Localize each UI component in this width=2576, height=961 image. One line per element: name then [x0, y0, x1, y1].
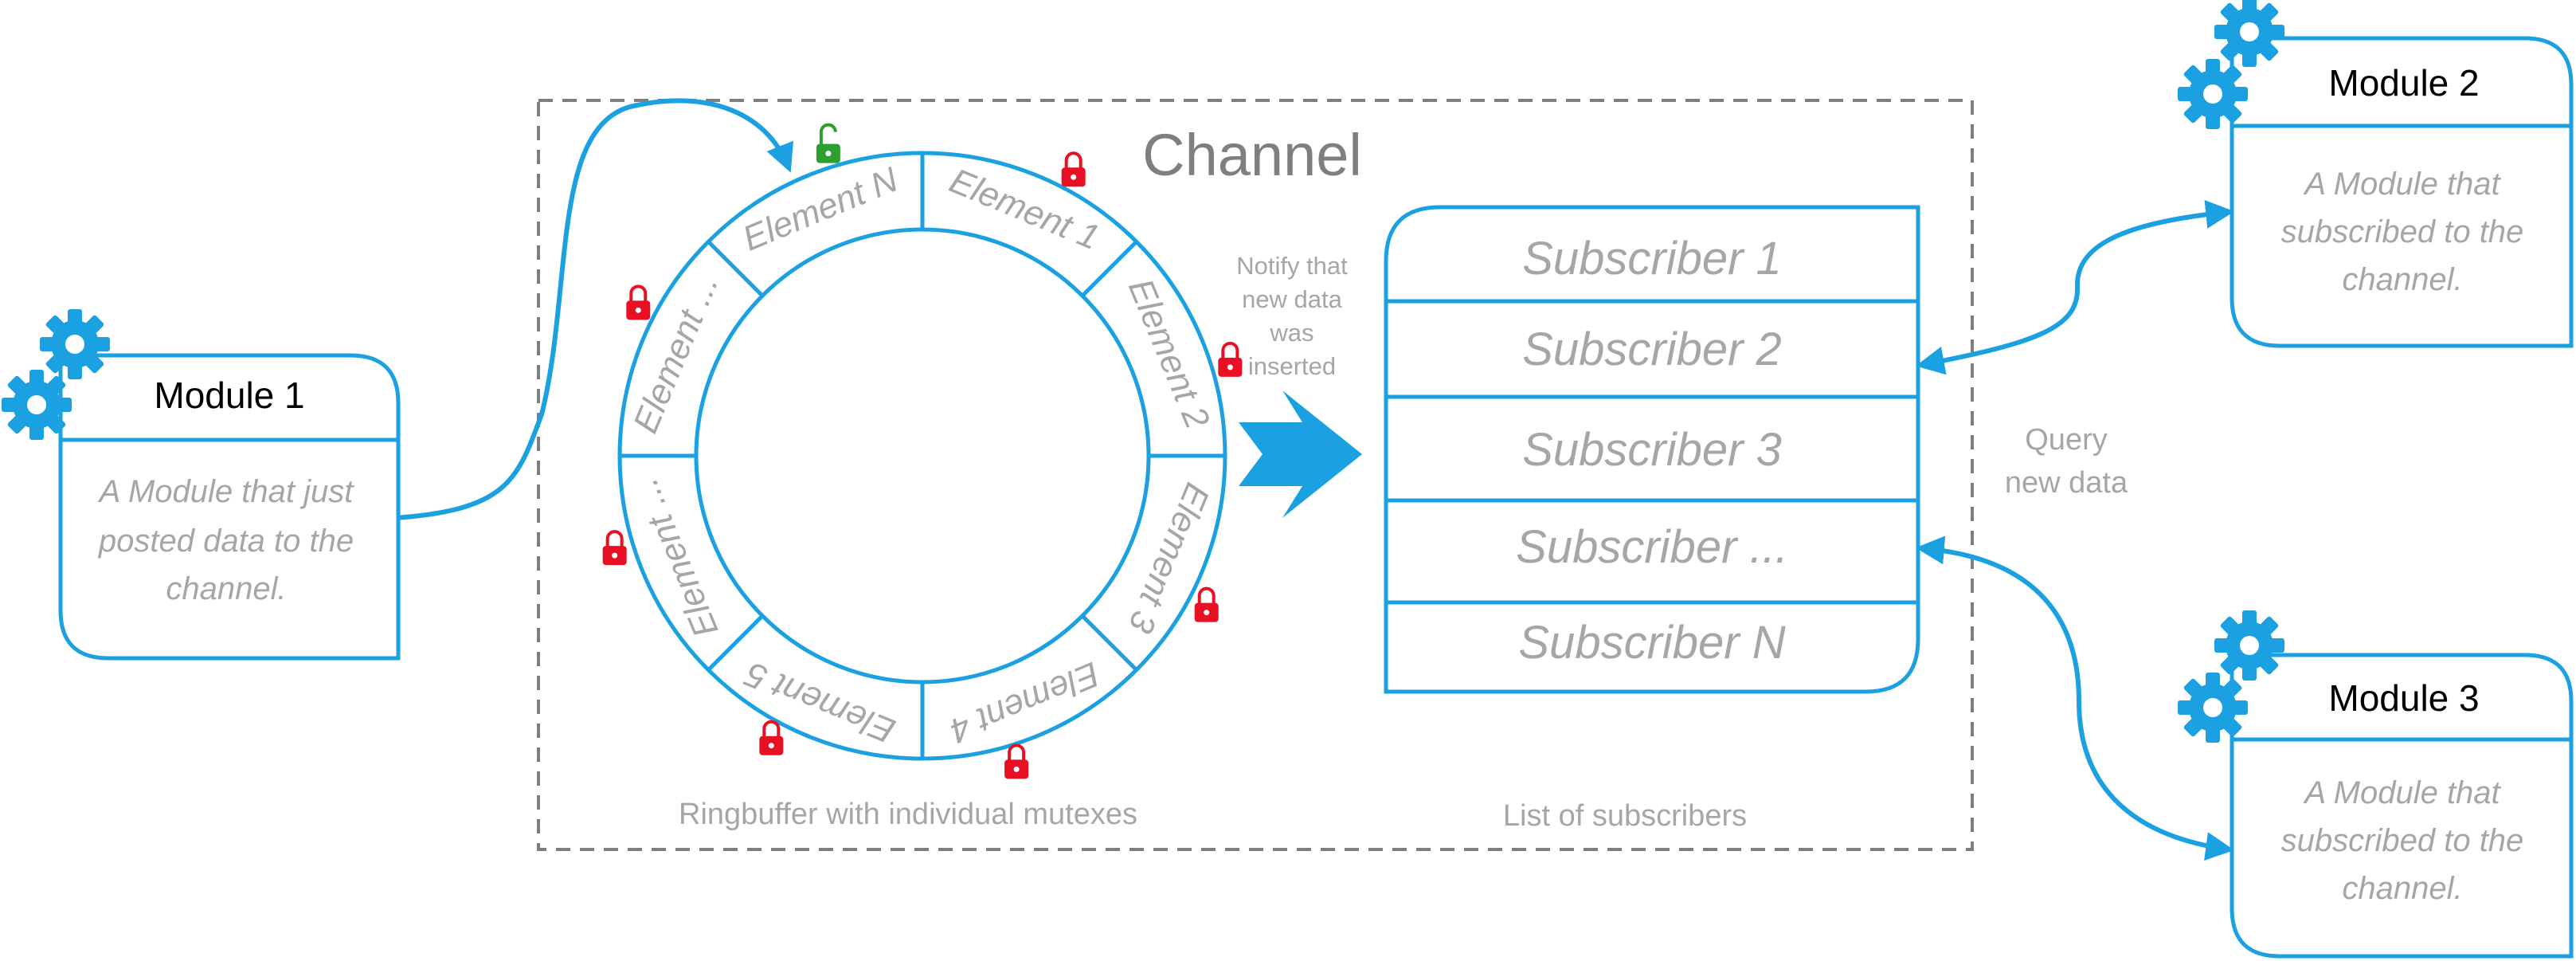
module-2: Module 2 A Module that subscribed to the… [2178, 0, 2574, 348]
module-desc-line: subscribed to the [2281, 823, 2524, 858]
notify-line: Notify that [1236, 252, 1348, 280]
module-title: Module 1 [154, 375, 304, 416]
module-desc-line: A Module that just [98, 474, 355, 509]
locked-mutex-icon [1004, 743, 1029, 779]
notify-line: was [1269, 319, 1313, 347]
subscriber-item: Subscriber 3 [1522, 424, 1782, 476]
ring-divider [707, 240, 764, 297]
subscriber-item: Subscriber ... [1516, 521, 1788, 573]
channel-title: Channel [1142, 122, 1362, 188]
locked-mutex-icon [759, 720, 784, 755]
channel-box [537, 99, 1974, 851]
query-text: Query new data [2005, 423, 2128, 500]
ring-element-label: Element 4 [944, 654, 1105, 751]
ring-dividers [620, 153, 1225, 759]
module1-connector [394, 98, 793, 520]
ring-divider [1081, 614, 1138, 672]
ring-element-label: Element ... [626, 269, 726, 438]
gear-icon [40, 309, 110, 379]
unlocked-mutex-icon [816, 123, 840, 163]
gear-icon [2178, 59, 2248, 129]
module-desc-line: channel. [166, 571, 286, 606]
subscriber-item: Subscriber 2 [1522, 324, 1782, 375]
subscriber-item: Subscriber N [1518, 617, 1785, 669]
notify-line: inserted [1248, 352, 1336, 380]
module-desc-line: channel. [2342, 262, 2462, 297]
module-desc-line: subscribed to the [2281, 214, 2524, 249]
gear-icon [2214, 0, 2284, 67]
subscriber-list: Subscriber 1 Subscriber 2 Subscriber 3 S… [1384, 205, 1920, 694]
notify-text: Notify that new data was inserted [1236, 252, 1348, 380]
notify-arrow [1239, 390, 1362, 518]
query-line: Query [2025, 423, 2107, 457]
ring-locks [602, 123, 1243, 779]
gear-icon [2178, 673, 2248, 743]
query-line: new data [2005, 466, 2128, 500]
module2-connector [1915, 200, 2235, 375]
locked-mutex-icon [1194, 586, 1219, 622]
locked-mutex-icon [1218, 341, 1243, 377]
ring-element-label: Element N [738, 160, 904, 259]
subscriber-item: Subscriber 1 [1522, 233, 1782, 284]
module-desc-line: posted data to the [98, 524, 354, 559]
gear-icon [2214, 610, 2284, 681]
module-title: Module 2 [2328, 62, 2479, 104]
module-1: Module 1 A Module that just posted data … [2, 309, 401, 661]
ring-divider [707, 614, 764, 672]
module-desc-line: A Module that [2303, 167, 2501, 202]
locked-mutex-icon [626, 284, 651, 320]
ring-divider [1081, 240, 1138, 297]
ringbuffer-caption: Ringbuffer with individual mutexes [679, 798, 1137, 831]
gear-icon [2, 370, 72, 440]
module-desc-line: channel. [2342, 871, 2462, 906]
module-desc-line: A Module that [2303, 775, 2501, 810]
ring-element-label: Element ... [626, 473, 726, 643]
module-3: Module 3 A Module that subscribed to the… [2178, 610, 2574, 959]
locked-mutex-icon [602, 530, 627, 566]
module3-connector [1915, 535, 2235, 861]
module-title: Module 3 [2328, 677, 2479, 719]
locked-mutex-icon [1061, 151, 1086, 187]
notify-line: new data [1242, 285, 1343, 313]
ring-element-label: Element 2 [1121, 273, 1217, 434]
subscribers-caption: List of subscribers [1503, 799, 1747, 833]
